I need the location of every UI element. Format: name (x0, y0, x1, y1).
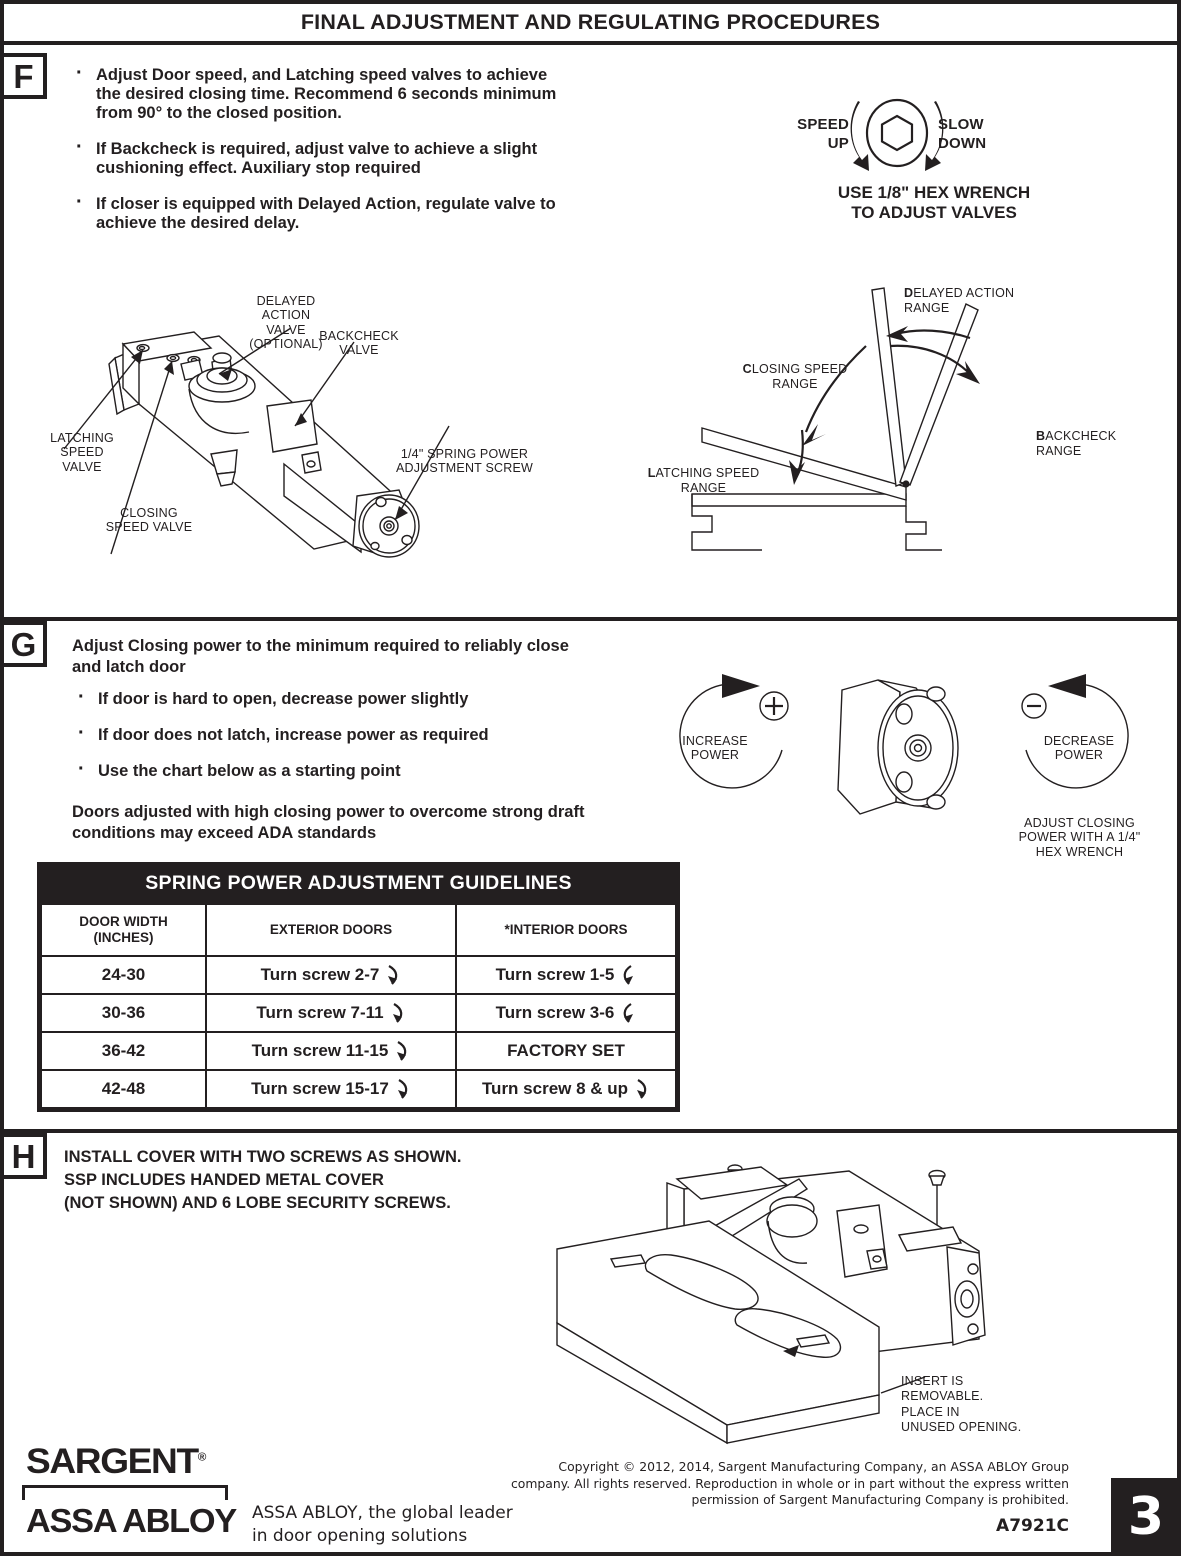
section-divider-g (4, 617, 1177, 621)
cell-exterior-text: Turn screw 7-11 (256, 1002, 384, 1022)
delayed-action-range-label: DELAYED ACTION RANGE (904, 286, 1094, 316)
assa-abloy-logo: ASSA ABLOY (26, 1502, 237, 1539)
cover-install-illustration (556, 1164, 986, 1445)
list-item: If door does not latch, increase power a… (72, 722, 602, 745)
slow-down-label: SLOW DOWN (938, 116, 987, 152)
closing-speed-range-rest: LOSING SPEED RANGE (751, 362, 848, 391)
cell-exterior: Turn screw 15-17 (205, 1068, 457, 1109)
increase-power-label: INCREASE POWER (682, 734, 748, 763)
cell-door-width: 42-48 (40, 1068, 207, 1109)
clockwise-arrow-icon (637, 1078, 647, 1099)
cell-interior: FACTORY SET (455, 1030, 677, 1071)
delayed-action-range-initial: D (904, 286, 914, 300)
hex-wrench-caption: USE 1/8" HEX WRENCH TO ADJUST VALVES (837, 183, 1031, 223)
cell-interior-text: Turn screw 3-6 (495, 1002, 615, 1022)
cell-interior-text: Turn screw 1-5 (495, 964, 615, 984)
adjust-closing-power-caption: ADJUST CLOSING POWER WITH A 1/4" HEX WRE… (1018, 816, 1141, 859)
decrease-power-label: DECREASE POWER (1043, 734, 1115, 763)
closing-speed-range-initial: C (742, 362, 752, 376)
cell-exterior: Turn screw 2-7 (205, 954, 457, 995)
delayed-action-range-rest: ELAYED ACTION RANGE (904, 286, 1015, 315)
delayed-action-valve-label: DELAYED ACTION VALVE (OPTIONAL) (249, 294, 323, 351)
latching-speed-range-label: LATCHING SPEED RANGE (616, 466, 791, 496)
section-h-text: INSTALL COVER WITH TWO SCREWS AS SHOWN. … (64, 1148, 462, 1213)
logo-bracket (22, 1485, 228, 1500)
sargent-wordmark: SARGENT (26, 1442, 199, 1481)
clockwise-arrow-icon (397, 1040, 407, 1061)
spring-power-table: SPRING POWER ADJUSTMENT GUIDELINES DOOR … (37, 862, 680, 1112)
registered-mark: ® (197, 1451, 207, 1464)
section-divider-h (4, 1129, 1177, 1133)
table-row: 24-30 Turn screw 2-7 Turn screw 1-5 (40, 954, 677, 995)
page-title: FINAL ADJUSTMENT AND REGULATING PROCEDUR… (300, 10, 881, 34)
backcheck-range-label: BACKCHECK RANGE (1036, 429, 1177, 459)
section-g-bullet-list: If door is hard to open, decrease power … (72, 686, 602, 798)
latching-speed-valve-label: LATCHING SPEED VALVE (50, 431, 114, 474)
table-row: 30-36 Turn screw 7-11 Turn screw 3-6 (40, 992, 677, 1033)
cell-door-width: 24-30 (40, 954, 207, 995)
spring-power-screw-label: 1/4" SPRING POWER ADJUSTMENT SCREW (395, 447, 533, 476)
cell-interior: Turn screw 8 & up (455, 1068, 677, 1109)
assa-abloy-tagline: ASSA ABLOY, the global leader in door op… (252, 1503, 513, 1546)
section-f-bullet-list: Adjust Door speed, and Latching speed va… (70, 62, 565, 250)
part-number: A7921C (996, 1516, 1069, 1536)
closing-speed-valve-label: CLOSING SPEED VALVE (105, 506, 193, 535)
clockwise-arrow-icon (397, 1078, 408, 1099)
backcheck-valve-label: BACKCHECK VALVE (319, 329, 399, 358)
section-badge-f: F (4, 53, 47, 99)
page-footer: SARGENT® ASSA ABLOY ASSA ABLOY, the glob… (4, 1436, 1177, 1552)
table-header-exterior: EXTERIOR DOORS (205, 903, 457, 957)
list-item: Use the chart below as a starting point (72, 758, 602, 781)
backcheck-range-rest: ACKCHECK RANGE (1036, 429, 1117, 458)
latching-speed-range-initial: L (647, 466, 656, 480)
cell-exterior-text: Turn screw 11-15 (251, 1040, 389, 1060)
section-badge-g: G (4, 621, 47, 667)
cell-interior: Turn screw 3-6 (455, 992, 677, 1033)
door-closer-body-illustration (63, 327, 450, 558)
cell-exterior: Turn screw 7-11 (205, 992, 457, 1033)
clockwise-arrow-icon (388, 964, 398, 985)
sargent-logo: SARGENT® (26, 1442, 206, 1482)
cell-exterior-text: Turn screw 15-17 (251, 1078, 389, 1098)
clockwise-arrow-icon (392, 1002, 402, 1023)
insert-removable-note: INSERT IS REMOVABLE. PLACE IN UNUSED OPE… (901, 1374, 1022, 1434)
section-badge-h: H (4, 1133, 47, 1179)
list-item: Adjust Door speed, and Latching speed va… (70, 62, 565, 123)
page-title-bar: FINAL ADJUSTMENT AND REGULATING PROCEDUR… (4, 4, 1177, 45)
cell-exterior-text: Turn screw 2-7 (260, 964, 380, 984)
latching-speed-range-rest: ATCHING SPEED RANGE (655, 466, 760, 495)
cell-exterior: Turn screw 11-15 (205, 1030, 457, 1071)
cell-interior: Turn screw 1-5 (455, 954, 677, 995)
spring-power-adjust-diagram (679, 674, 1129, 815)
backcheck-range-initial: B (1036, 429, 1046, 443)
copyright-text: Copyright © 2012, 2014, Sargent Manufact… (510, 1459, 1069, 1508)
closing-speed-range-label: CLOSING SPEED RANGE (710, 362, 880, 392)
section-g-ada-note: Doors adjusted with high closing power t… (72, 803, 585, 842)
cell-interior-text: Turn screw 8 & up (481, 1078, 629, 1098)
table-row: 36-42 Turn screw 11-15 FACTORY SET (40, 1030, 677, 1071)
page-number: 3 (1111, 1478, 1177, 1552)
cell-door-width: 30-36 (40, 992, 207, 1033)
list-item: If Backcheck is required, adjust valve t… (70, 136, 565, 178)
counterclockwise-arrow-icon (624, 964, 634, 985)
table-header-row: DOOR WIDTH (INCHES) EXTERIOR DOORS *INTE… (40, 903, 677, 957)
cell-door-width: 36-42 (40, 1030, 207, 1071)
counterclockwise-arrow-icon (624, 1002, 634, 1023)
section-g-lead: Adjust Closing power to the minimum requ… (72, 637, 569, 676)
table-row: 42-48 Turn screw 15-17 Turn screw 8 & up (40, 1068, 677, 1109)
table-header-interior: *INTERIOR DOORS (455, 903, 677, 957)
hex-socket-rotation-icon (850, 98, 944, 171)
table-caption: SPRING POWER ADJUSTMENT GUIDELINES (40, 865, 677, 903)
door-swing-range-illustration (691, 287, 980, 551)
table-header-door-width: DOOR WIDTH (INCHES) (40, 903, 207, 957)
speed-up-label: SPEED UP (797, 116, 849, 152)
list-item: If door is hard to open, decrease power … (72, 686, 602, 709)
list-item: If closer is equipped with Delayed Actio… (70, 191, 565, 233)
